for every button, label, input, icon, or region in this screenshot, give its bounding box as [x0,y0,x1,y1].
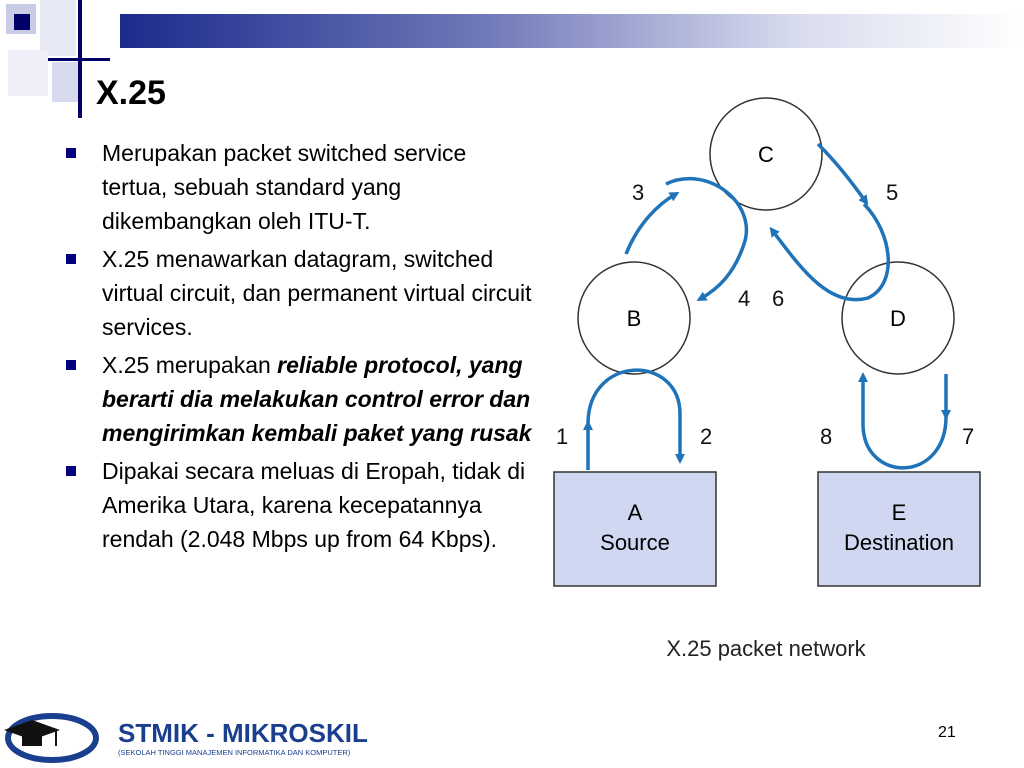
bullet-square-icon [66,360,76,370]
header-gradient-bar [120,14,1024,48]
node-e-letter: E [892,500,907,525]
arrow-3 [624,192,680,255]
node-e-name: Destination [844,530,954,555]
slide-title: X.25 [96,74,166,112]
arrow-label-5: 5 [886,180,898,205]
bullet-square-icon [66,148,76,158]
mortarboard-icon [4,720,60,740]
logo-swoosh [5,713,99,763]
bullet-item: Merupakan packet switched service tertua… [62,136,532,238]
node-a-box [553,471,717,587]
x25-network-diagram: C B D A Source E Destination 1 2 3 4 5 6… [553,97,981,661]
arrow-6 [769,202,890,302]
bullet-item: Dipakai secara meluas di Eropah, tidak d… [62,454,532,556]
node-b [577,261,691,375]
node-a-name: Source [600,530,670,555]
arrow-label-8: 8 [820,424,832,449]
corner-decoration [0,0,110,120]
node-c-label: C [758,142,774,167]
arrow-label-1: 1 [556,424,568,449]
node-c [709,97,823,211]
arrow-label-4: 4 [738,286,750,311]
node-b-label: B [627,306,642,331]
bullet-item: X.25 merupakan reliable protocol, yang b… [62,348,532,450]
node-d [841,261,955,375]
logo-name: STMIK - MIKROSKIL [118,718,368,748]
arrow-label-2: 2 [700,424,712,449]
arrow-1-2-arc [586,368,685,464]
arrow-5 [816,142,869,206]
arrow-8 [858,372,948,470]
bullet-list: Merupakan packet switched service tertua… [62,136,532,560]
arrow-4 [665,177,748,301]
arrow-label-3: 3 [632,180,644,205]
arrow-label-7: 7 [962,424,974,449]
stmik-mikroskil-logo: STMIK - MIKROSKIL (SEKOLAH TINGGI MANAJE… [4,713,368,763]
diagram-caption: X.25 packet network [666,636,866,661]
node-e-box [817,471,981,587]
emphasis-text: reliable protocol, yang berarti dia mela… [102,352,532,446]
page-number: 21 [938,724,956,741]
node-d-label: D [890,306,906,331]
arrow-label-6: 6 [772,286,784,311]
node-a-letter: A [628,500,643,525]
bullet-item: X.25 menawarkan datagram, switched virtu… [62,242,532,344]
bullet-square-icon [66,254,76,264]
logo-subtitle: (SEKOLAH TINGGI MANAJEMEN INFORMATIKA DA… [118,748,351,757]
bullet-square-icon [66,466,76,476]
